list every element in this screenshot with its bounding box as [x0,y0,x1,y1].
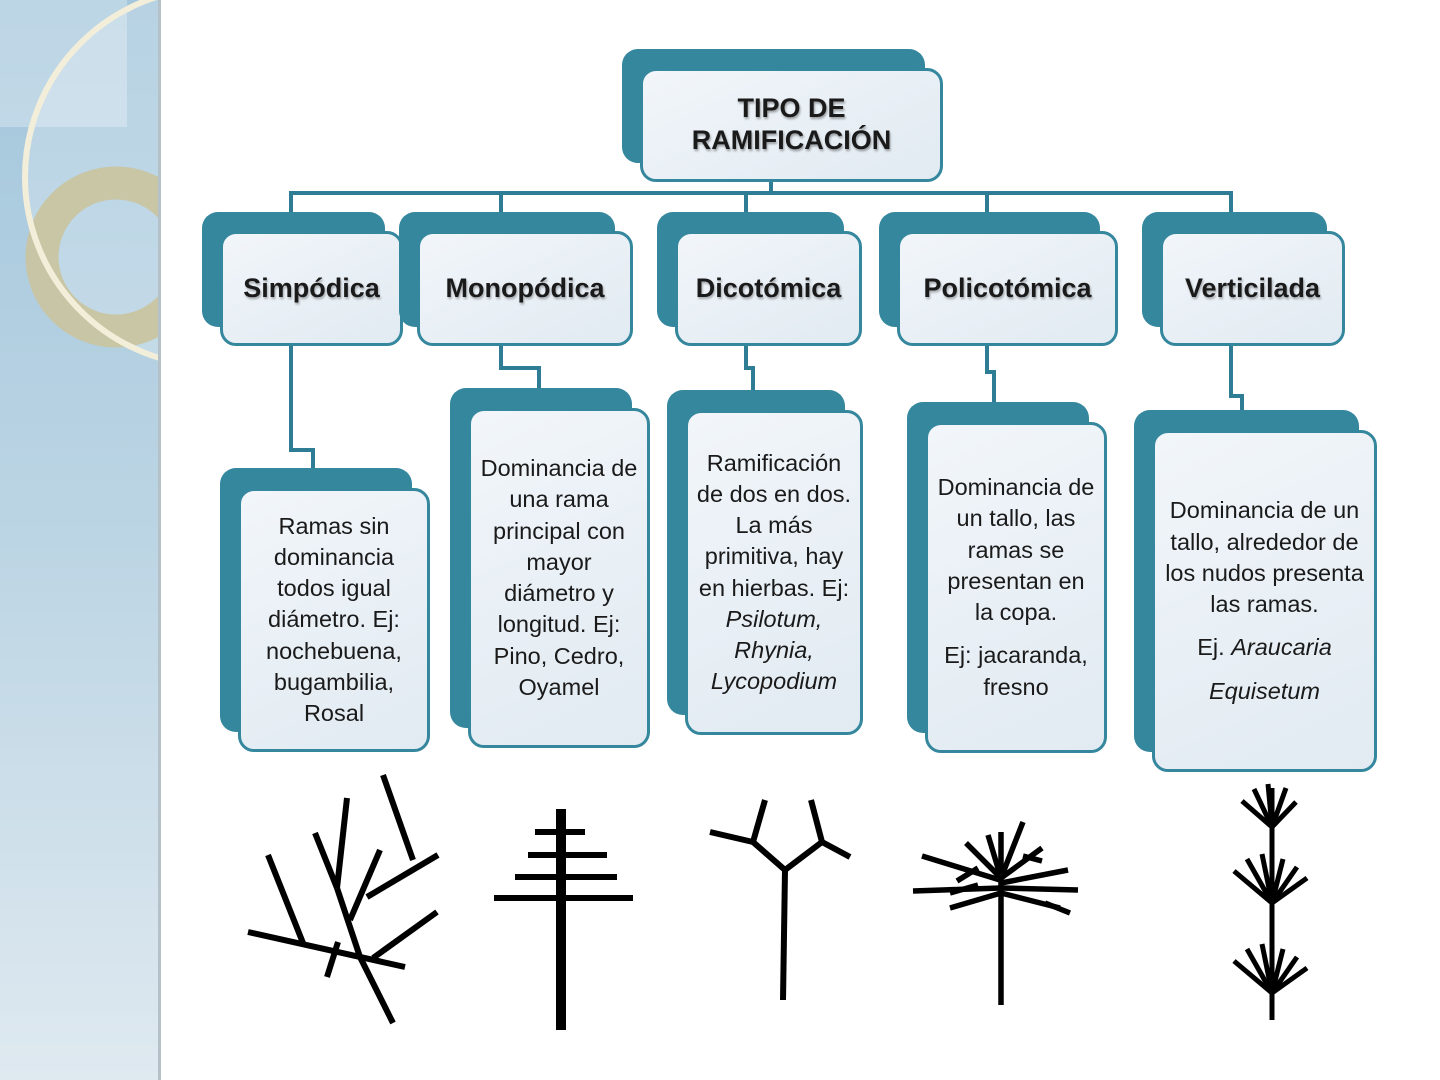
node-face: Dominancia de un tallo, las ramas se pre… [925,422,1107,753]
category-node-monopodica: Monopódica [399,212,633,346]
category-label: Monopódica [445,273,605,303]
node-face: Dominancia de una rama principal con may… [468,408,650,748]
description-text: Dominancia de un tallo, las ramas se pre… [937,474,1095,700]
category-label: Verticilada [1184,273,1321,303]
category-label: Dicotómica [695,273,842,303]
description-node-monopodica: Dominancia de una rama principal con may… [450,388,650,748]
description-node-simpodica: Ramas sin dominancia todos igual diámetr… [220,468,430,752]
description-text: Dominancia de un tallo, alrededor de los… [1165,497,1364,704]
category-node-simpodica: Simpódica [202,212,403,346]
description-text: Dominancia de una rama principal con may… [480,455,638,700]
node-face: Ramificación de dos en dos. La más primi… [685,410,863,735]
description-node-policotomica: Dominancia de un tallo, las ramas se pre… [907,402,1107,753]
node-face: Ramas sin dominancia todos igual diámetr… [238,488,430,752]
node-face: TIPO DE RAMIFICACIÓN [640,68,943,182]
category-label: Policotómica [923,273,1092,303]
polytomous-branching-sketch [912,820,1079,1005]
monopodial-branching-sketch [494,809,633,1030]
dichotomous-branching-sketch [709,799,852,1001]
whorled-branching-sketch [1232,783,1309,1020]
node-face: Policotómica [897,231,1118,346]
category-node-dicotomica: Dicotómica [657,212,862,346]
node-face: Dicotómica [675,231,862,346]
page-title: TIPO DE RAMIFICACIÓN [691,93,892,155]
node-face: Monopódica [417,231,633,346]
node-face: Dominancia de un tallo, alrededor de los… [1152,430,1377,772]
description-node-dicotomica: Ramificación de dos en dos. La más primi… [667,390,863,735]
node-face: Simpódica [220,231,403,346]
sympodial-branching-sketch [247,774,440,1025]
category-label: Simpódica [243,273,380,303]
category-node-verticilada: Verticilada [1142,212,1345,346]
description-text: Ramas sin dominancia todos igual diámetr… [266,512,402,727]
node-face: Verticilada [1160,231,1345,346]
category-node-policotomica: Policotómica [879,212,1118,346]
description-text: Ramificación de dos en dos. La más primi… [696,449,852,695]
description-node-verticilada: Dominancia de un tallo, alrededor de los… [1134,410,1377,772]
title-node: TIPO DE RAMIFICACIÓN [622,49,943,182]
